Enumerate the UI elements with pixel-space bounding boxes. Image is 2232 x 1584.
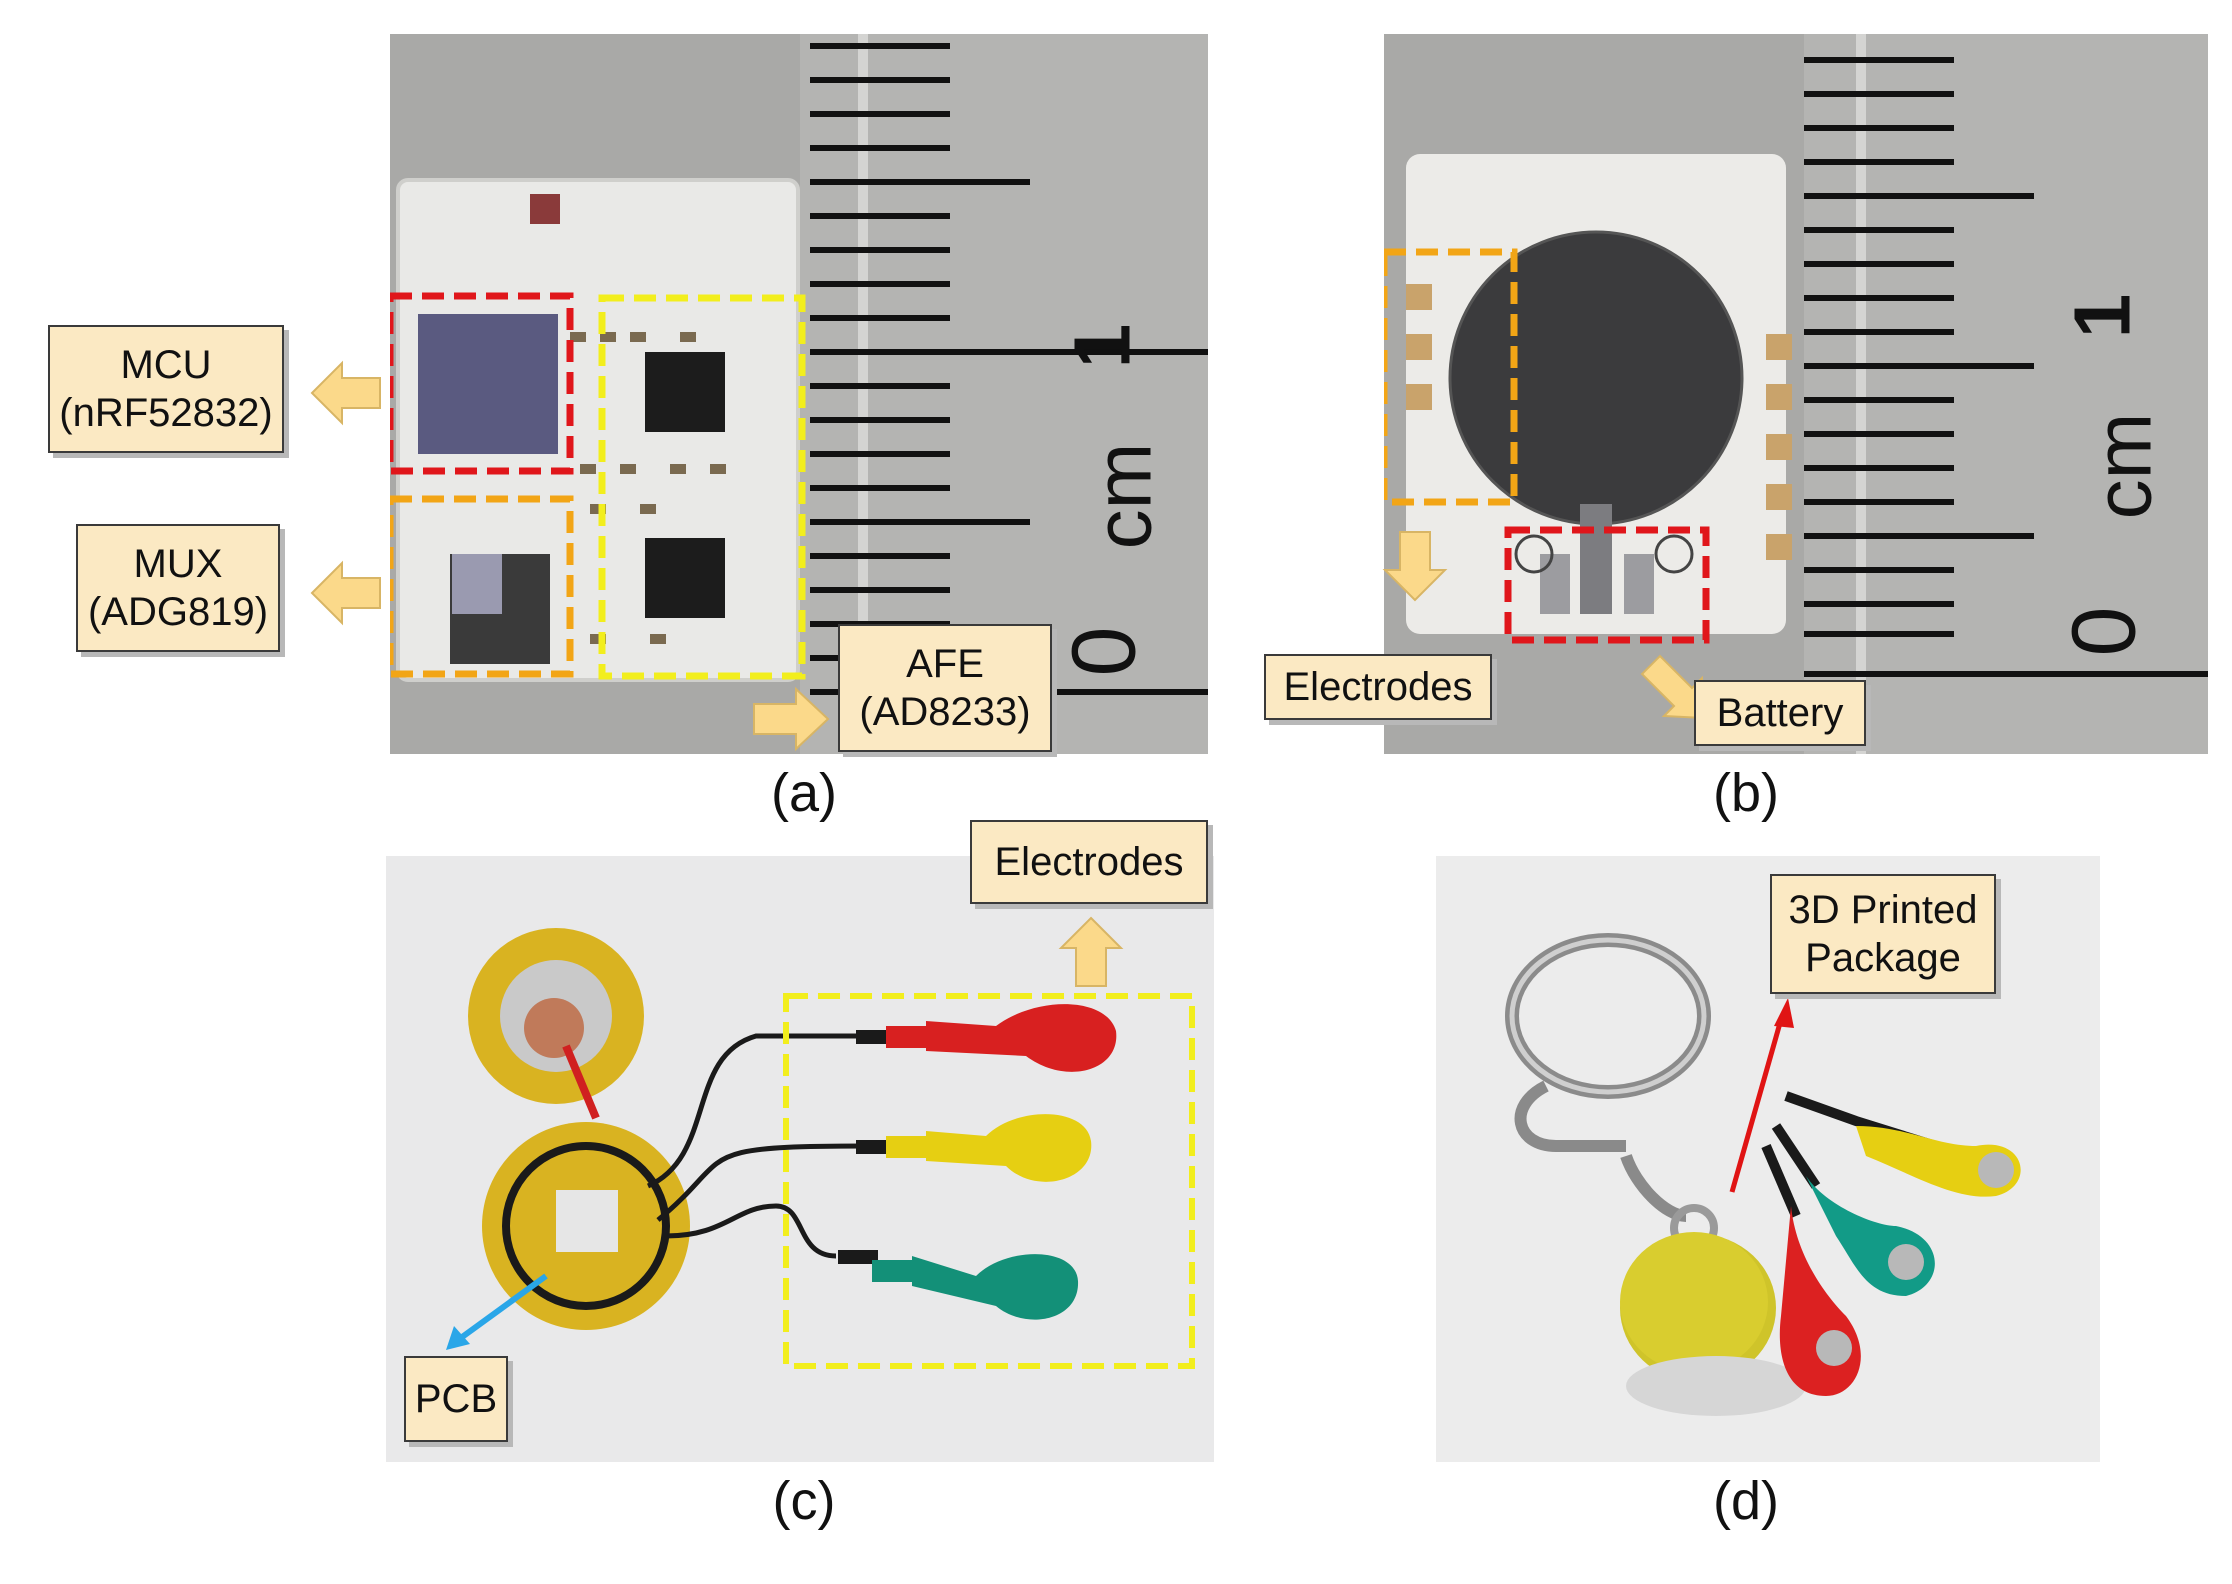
package-label: 3D Printed Package xyxy=(1770,874,1996,994)
ruler-a-text: 1 cm 0 xyxy=(1055,300,1200,750)
mux-arrow-icon xyxy=(310,560,381,626)
electrodes-c-label: Electrodes xyxy=(970,820,1208,904)
battery-arrow-icon xyxy=(1640,654,1706,720)
afe-arrow-icon xyxy=(753,686,830,752)
afe-label-line2: (AD8233) xyxy=(859,690,1031,734)
afe-label-line1: AFE xyxy=(906,642,984,686)
mux-label-line1: MUX xyxy=(133,542,223,586)
mcu-label: MCU (nRF52832) xyxy=(48,325,284,453)
pcb-label: PCB xyxy=(404,1356,508,1442)
panel-b-caption: (b) xyxy=(1713,763,1779,823)
ruler-b-zero: 0 xyxy=(2054,606,2155,657)
panel-d-caption: (d) xyxy=(1713,1471,1779,1531)
mcu-label-line2: (nRF52832) xyxy=(59,391,273,435)
mcu-arrow-icon xyxy=(310,360,381,426)
panel-d-photo xyxy=(1436,856,2100,1462)
ruler-a-one: 1 xyxy=(1057,323,1147,369)
mux-label-line2: (ADG819) xyxy=(87,590,269,634)
ruler-b-text: 1 cm 0 xyxy=(2055,270,2200,720)
electrodes-c-arrow-icon xyxy=(1058,916,1124,987)
electrodes-b-label: Electrodes xyxy=(1264,654,1492,720)
panel-b-photo xyxy=(1384,34,2208,754)
panel-a-caption: (a) xyxy=(771,763,837,823)
electrodes-b-arrow-icon xyxy=(1382,531,1448,602)
afe-label: AFE (AD8233) xyxy=(838,624,1052,752)
ruler-ticks xyxy=(810,43,1208,695)
battery-label: Battery xyxy=(1694,680,1866,746)
mcu-label-line1: MCU xyxy=(120,343,212,387)
ruler-a-cm: cm xyxy=(1078,442,1168,550)
ruler-b-one: 1 xyxy=(2057,293,2147,339)
package-label-line2: Package xyxy=(1805,936,1961,980)
ruler-a-zero: 0 xyxy=(1054,626,1155,677)
ruler-b-cm: cm xyxy=(2078,412,2168,520)
package-label-line1: 3D Printed xyxy=(1788,888,1978,932)
mux-label: MUX (ADG819) xyxy=(76,524,280,652)
panel-a-photo xyxy=(390,34,1208,754)
panel-c-caption: (c) xyxy=(772,1471,836,1531)
